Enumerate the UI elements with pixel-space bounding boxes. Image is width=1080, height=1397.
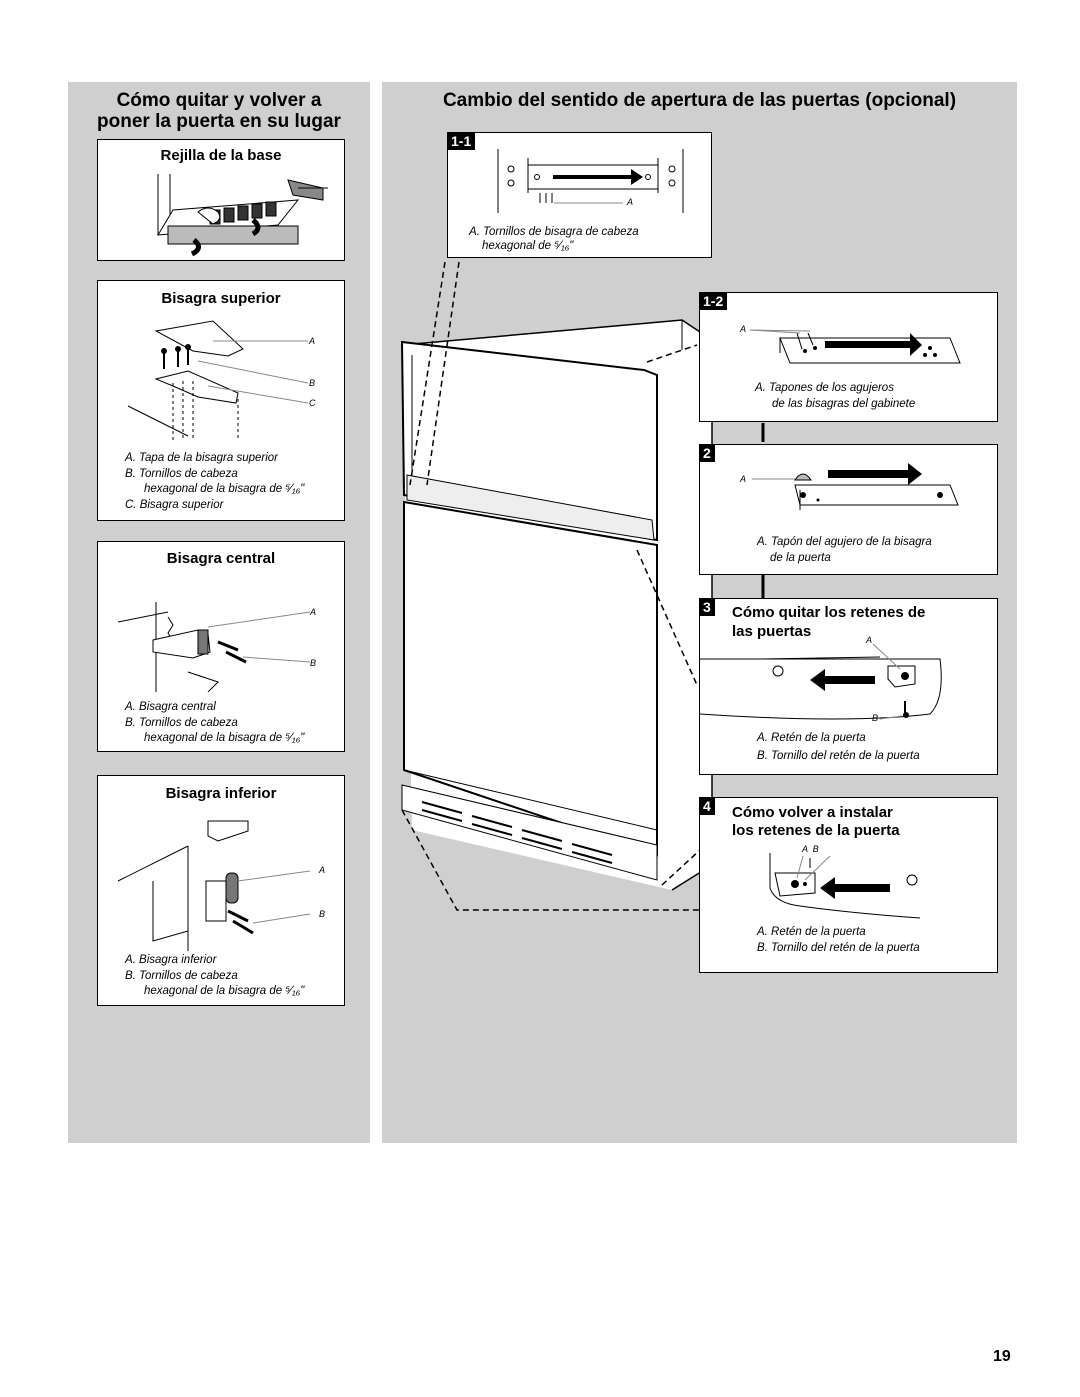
center-hinge-label-a: A — [310, 607, 317, 617]
center-hinge-caption-a: A. Bisagra central — [125, 701, 216, 713]
step-1-2-box: 1-2 A A. Tapones de los agujeros de las … — [699, 292, 998, 422]
step-2-number: 2 — [699, 444, 715, 462]
step-3-title-2: las puertas — [732, 623, 812, 640]
step-1-1-caption-2: hexagonal de ⁵⁄₁₆" — [482, 240, 574, 252]
center-hinge-caption-b1: B. Tornillos de cabeza — [125, 717, 238, 729]
bottom-hinge-heading: Bisagra inferior — [165, 785, 277, 802]
bottom-hinge-label-b: B — [319, 909, 326, 919]
center-hinge-box: Bisagra central A B A. Bisagra central B… — [97, 541, 345, 752]
base-grille-heading: Rejilla de la base — [160, 147, 282, 164]
step-4-number: 4 — [699, 797, 715, 815]
step-3-illustration — [700, 643, 942, 720]
step-1-2-illustration — [749, 329, 961, 364]
top-hinge-illustration — [127, 320, 309, 441]
step-3-caption-1: A. Retén de la puerta — [757, 732, 866, 744]
step-4-label-ab: A B — [802, 844, 819, 854]
base-grille-illustration — [157, 174, 328, 257]
bottom-hinge-caption-b2: hexagonal de la bisagra de ⁵⁄₁₆" — [144, 985, 305, 997]
top-hinge-heading: Bisagra superior — [161, 290, 281, 307]
base-grille-box: Rejilla de la base — [97, 139, 345, 261]
step-1-1-caption-1: A. Tornillos de bisagra de cabeza — [469, 226, 639, 238]
center-hinge-illustration — [117, 602, 311, 692]
step-3-caption-2: B. Tornillo del retén de la puerta — [757, 750, 920, 762]
step-3-box: 3 Cómo quitar los retenes de las puertas… — [699, 598, 998, 775]
step-3-title-1: Cómo quitar los retenes de — [732, 604, 926, 621]
step-2-illustration — [752, 463, 959, 510]
top-hinge-caption-b1: B. Tornillos de cabeza — [125, 468, 238, 480]
center-hinge-label-b: B — [310, 658, 317, 668]
bottom-hinge-box: Bisagra inferior A B A. Bisagra inferior… — [97, 775, 345, 1006]
step-1-2-label-a: A — [740, 324, 747, 334]
left-section-title: Cómo quitar y volver a poner la puerta e… — [68, 90, 370, 132]
step-1-1-box: 1-1 A A. Tornillos de bisagra de cabeza … — [447, 132, 712, 258]
top-hinge-caption-c: C. Bisagra superior — [125, 499, 224, 511]
page-number: 19 — [993, 1348, 1011, 1365]
top-hinge-caption-a: A. Tapa de la bisagra superior — [125, 452, 279, 464]
bottom-hinge-label-a: A — [319, 865, 326, 875]
bottom-hinge-caption-b1: B. Tornillos de cabeza — [125, 970, 238, 982]
step-1-2-caption-1: A. Tapones de los agujeros — [755, 382, 894, 394]
step-4-title-1: Cómo volver a instalar — [732, 804, 893, 821]
center-hinge-caption-b2: hexagonal de la bisagra de ⁵⁄₁₆" — [144, 732, 305, 744]
step-3-number: 3 — [699, 598, 715, 616]
step-2-caption-1: A. Tapón del agujero de la bisagra — [757, 536, 932, 548]
step-1-1-illustration — [497, 149, 684, 213]
top-hinge-label-b: B — [309, 378, 316, 388]
top-hinge-label-a: A — [309, 336, 316, 346]
step-4-title-2: los retenes de la puerta — [732, 822, 900, 839]
step-3-label-a: A — [866, 635, 873, 645]
step-3-label-b: B — [872, 713, 879, 723]
step-1-2-caption-2: de las bisagras del gabinete — [772, 398, 916, 410]
left-title-line2: poner la puerta en su lugar — [97, 111, 341, 132]
step-4-illustration — [769, 853, 921, 919]
top-hinge-label-c: C — [309, 398, 316, 408]
bottom-hinge-caption-a: A. Bisagra inferior — [125, 954, 217, 966]
step-4-caption-1: A. Retén de la puerta — [757, 926, 866, 938]
left-title-line1: Cómo quitar y volver a — [116, 90, 322, 111]
step-1-1-label-a: A — [627, 197, 634, 207]
center-hinge-heading: Bisagra central — [166, 550, 276, 567]
right-section-title: Cambio del sentido de apertura de las pu… — [442, 90, 957, 111]
top-hinge-box: Bisagra superior A B C A. Tapa de la bis… — [97, 280, 345, 521]
step-1-1-number: 1-1 — [447, 132, 476, 150]
bottom-hinge-illustration — [117, 820, 311, 951]
top-hinge-caption-b2: hexagonal de la bisagra de ⁵⁄₁₆" — [144, 483, 305, 495]
refrigerator-illustration — [400, 261, 765, 911]
step-1-2-number: 1-2 — [699, 292, 728, 310]
step-2-caption-2: de la puerta — [770, 552, 831, 564]
step-2-box: 2 A A. Tapón del agujero de la bisagra d… — [699, 444, 998, 575]
step-4-box: 4 Cómo volver a instalar los retenes de … — [699, 797, 998, 973]
step-2-label-a: A — [740, 474, 747, 484]
step-4-caption-2: B. Tornillo del retén de la puerta — [757, 942, 920, 954]
